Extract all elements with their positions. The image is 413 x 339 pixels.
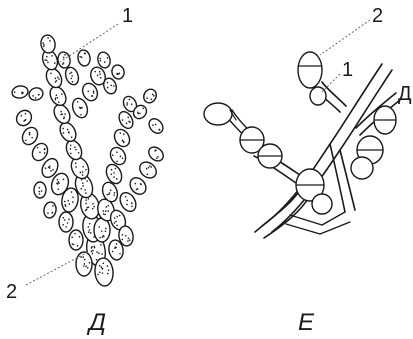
callout-2-right: 2	[372, 5, 383, 27]
callout-1-left: 1	[122, 5, 133, 27]
callout-d-right: Д	[398, 83, 412, 105]
panel-label-left: Д	[86, 309, 106, 336]
left-spore-colony	[11, 34, 166, 287]
panel-label-right: Е	[298, 309, 315, 336]
callout-1-right: 1	[342, 59, 353, 81]
callout-2-left: 2	[6, 281, 17, 303]
right-chlamydospores	[204, 52, 396, 214]
leader-line-1-right	[322, 74, 340, 92]
leader-line-2-right	[320, 20, 370, 55]
